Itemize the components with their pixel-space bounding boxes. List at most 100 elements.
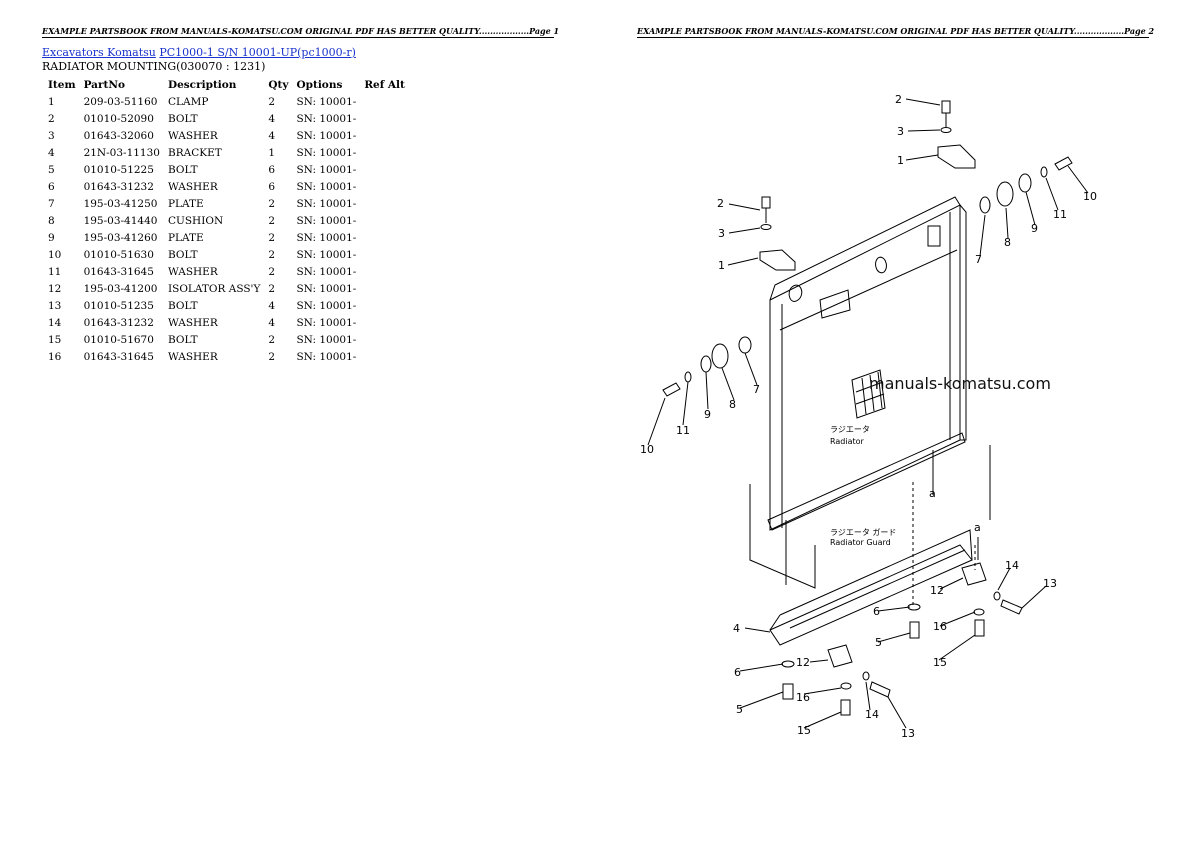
cell-item: 5 (48, 163, 55, 176)
page-header-2: EXAMPLE PARTSBOOK FROM MANUALS-KOMATSU.C… (637, 26, 1155, 38)
callout-16-left: 16 (796, 691, 810, 704)
radiator-label-en: Radiator (830, 437, 865, 446)
cell-item: 2 (48, 112, 55, 125)
cell-refalt (360, 144, 409, 161)
bolt-10-left (662, 382, 681, 397)
callout-5-left: 5 (736, 703, 743, 716)
clamp-top (937, 144, 976, 169)
isolator-12-left (827, 644, 853, 668)
cell-description: WASHER (167, 129, 218, 142)
cell-description: CUSHION (167, 214, 224, 227)
cell-description: BOLT (167, 333, 198, 346)
bolt-13-left (869, 681, 891, 698)
cell-options: SN: 10001- (296, 95, 357, 108)
cell-options: SN: 10001- (296, 248, 357, 261)
cell-partno: 01010-51225 (83, 163, 154, 176)
cell-options: SN: 10001- (296, 333, 357, 346)
cell-options: SN: 10001- (296, 231, 357, 244)
breadcrumb-link-excavators[interactable]: Excavators Komatsu (42, 46, 156, 59)
cell-item: 8 (48, 214, 55, 227)
radiator-core (767, 196, 967, 531)
cell-description: WASHER (167, 350, 218, 363)
cell-description: WASHER (167, 180, 218, 193)
callout-8-left: 8 (729, 398, 736, 411)
callout-11-left: 11 (676, 424, 690, 437)
cell-options: SN: 10001- (296, 180, 357, 193)
cell-description: BOLT (167, 112, 198, 125)
cell-partno: 01643-31645 (83, 350, 154, 363)
cell-refalt (360, 331, 409, 348)
cell-description: PLATE (167, 197, 204, 210)
callout-6-right: 6 (873, 605, 880, 618)
cell-partno: 01643-31645 (83, 265, 154, 278)
guard-label-jp: ラジエータ ガード (830, 527, 896, 537)
callout-12-right: 12 (930, 584, 944, 597)
cell-description: BRACKET (167, 146, 222, 159)
cell-description: BOLT (167, 299, 198, 312)
cell-qty: 2 (268, 214, 276, 227)
ref-a-label-2: a (974, 521, 981, 534)
cell-item: 9 (48, 231, 55, 244)
callout-9-right: 9 (1031, 222, 1038, 235)
breadcrumb-link-model[interactable]: PC1000-1 S/N 10001-UP(pc1000-r) (159, 46, 356, 59)
breadcrumb: Excavators Komatsu PC1000-1 S/N 10001-UP… (42, 46, 356, 59)
cell-item: 10 (48, 248, 62, 261)
cell-refalt (360, 280, 409, 297)
guard-label-en: Radiator Guard (830, 538, 891, 547)
cell-refalt (360, 212, 409, 229)
cell-partno: 01010-51670 (83, 333, 154, 346)
callout-3-left: 3 (718, 227, 725, 240)
cell-refalt (360, 195, 409, 212)
radiator-guard (749, 445, 991, 646)
cell-item: 14 (48, 316, 62, 329)
cell-qty: 4 (268, 112, 276, 125)
callout-10-right: 10 (1083, 190, 1097, 203)
cushion-8-left (711, 343, 729, 369)
cell-item: 16 (48, 350, 62, 363)
callout-14-right: 14 (1005, 559, 1019, 572)
cell-partno: 195-03-41250 (83, 197, 158, 210)
cell-refalt (360, 178, 409, 195)
cell-partno: 01010-51630 (83, 248, 154, 261)
cell-options: SN: 10001- (296, 129, 357, 142)
cell-item: 12 (48, 282, 62, 295)
cell-partno: 209-03-51160 (83, 95, 158, 108)
column-header-description: Description (167, 78, 237, 91)
cell-qty: 2 (268, 231, 276, 244)
cushion-8-right (996, 181, 1014, 207)
bolt-15-right (974, 619, 985, 637)
callout-13-left: 13 (901, 727, 915, 740)
column-header-partno: PartNo (83, 78, 125, 91)
cell-qty: 4 (268, 316, 276, 329)
callout-12-left: 12 (796, 656, 810, 669)
cell-qty: 6 (268, 163, 276, 176)
callout-11-right: 11 (1053, 208, 1067, 221)
cell-refalt (360, 348, 409, 365)
cell-item: 11 (48, 265, 62, 278)
washer-11-right (1040, 166, 1048, 178)
plate-7-left (738, 336, 752, 354)
cell-description: ISOLATOR ASS'Y (167, 282, 261, 295)
cell-refalt (360, 263, 409, 280)
bolt-5-right (909, 621, 920, 639)
cell-qty: 4 (268, 299, 276, 312)
cell-partno: 01010-52090 (83, 112, 154, 125)
washer-6-left (781, 660, 795, 668)
plate-9-right (1018, 173, 1032, 193)
bolt-10-right (1054, 156, 1073, 171)
cell-qty: 2 (268, 282, 276, 295)
cell-item: 3 (48, 129, 55, 142)
bolt-5-left (782, 683, 794, 700)
